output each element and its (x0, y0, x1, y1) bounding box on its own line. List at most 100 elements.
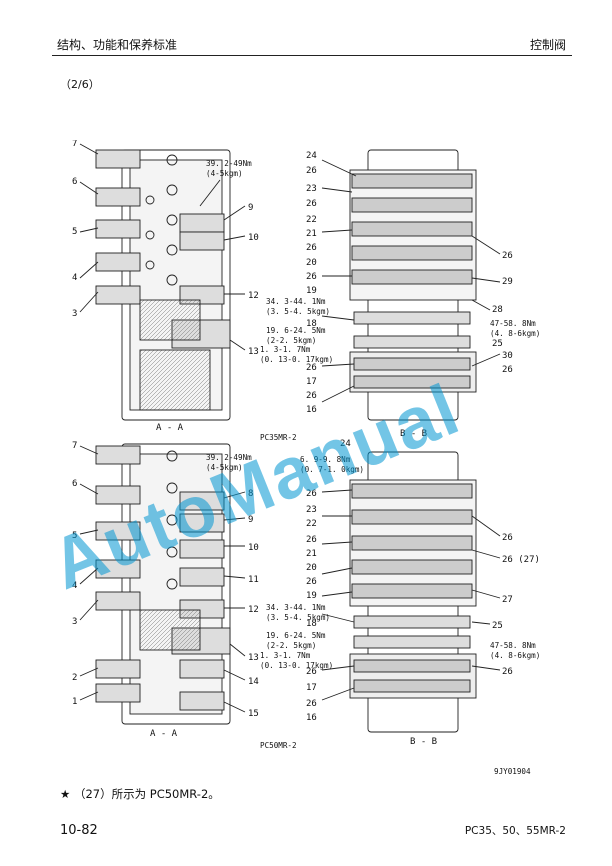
torque-spec: 39. 2-49Nm (206, 453, 252, 462)
callout-number: 22 (306, 519, 317, 529)
callout-number: 26 (502, 251, 513, 261)
callout-number: 11 (248, 575, 259, 585)
callout-number: 20 (306, 258, 317, 268)
callout-number: 6 (72, 479, 77, 489)
torque-spec: (0. 7-1. 0kgm) (300, 465, 364, 474)
callout-number: 15 (248, 709, 259, 719)
torque-spec: (4-5kgm) (206, 463, 243, 472)
torque-spec: (0. 13-0. 17kgm) (260, 661, 333, 670)
callout-number: 10 (248, 543, 259, 553)
callout-number: 21 (306, 229, 317, 239)
callout-number: 26 (306, 577, 317, 587)
callout-number: 4 (72, 581, 77, 591)
torque-spec: 39. 2-49Nm (206, 159, 252, 168)
callout-number: 24 (340, 439, 351, 449)
torque-spec: (4. 8-6kgm) (490, 651, 540, 660)
footer-models: PC35、50、55MR-2 (464, 825, 566, 837)
header-section-title: 结构、功能和保养标准 (57, 38, 178, 52)
section-caption: B - B (400, 429, 427, 439)
drawing-code: 9JY01904 (494, 767, 531, 776)
callout-number: 23 (306, 505, 317, 515)
torque-spec: 19. 6-24. 5Nm (266, 631, 326, 640)
star-icon: ★ (60, 787, 71, 801)
section-a-a-top (79, 143, 246, 421)
torque-spec: 34. 3-44. 1Nm (266, 603, 326, 612)
callout-number: 26 (306, 166, 317, 176)
torque-spec: 6. 9-9. 8Nm (300, 455, 351, 464)
callout-number: 26 (502, 533, 513, 543)
footnote-text: （27）所示为 PC50MR-2。 (73, 787, 220, 801)
model-label: PC50MR-2 (260, 741, 297, 750)
callout-number: 7 (72, 140, 77, 149)
footnote: ★ （27）所示为 PC50MR-2。 (60, 786, 220, 802)
callout-number: 3 (72, 617, 77, 627)
callout-number: 12 (248, 291, 259, 301)
torque-spec: (4-5kgm) (206, 169, 243, 178)
torque-spec: 47-58. 8Nm (490, 319, 536, 328)
callout-number: 19 (306, 591, 317, 601)
callout-number: 26 (502, 667, 513, 677)
callout-number: 26 (306, 667, 317, 677)
torque-spec: (2-2. 5kgm) (266, 336, 316, 345)
header-rule (52, 55, 572, 56)
callout-number: 26 (306, 272, 317, 282)
callout-number: 29 (502, 277, 513, 287)
callout-number: 26 (306, 199, 317, 209)
torque-spec: (3. 5-4. 5kgm) (266, 613, 330, 622)
callout-number: 26 (306, 489, 317, 499)
callout-number: 23 (306, 184, 317, 194)
callout-number: 26 (306, 535, 317, 545)
callout-number: 9 (248, 203, 253, 213)
torque-spec: (3. 5-4. 5kgm) (266, 307, 330, 316)
callout-number: 13 (248, 347, 259, 357)
torque-spec: (0. 13-0. 17kgm) (260, 355, 333, 364)
callout-number: 27 (502, 595, 513, 605)
callout-number: 2 (72, 673, 77, 683)
callout-number: 10 (248, 233, 259, 243)
callout-number: 13 (248, 653, 259, 663)
model-label: PC35MR-2 (260, 433, 297, 442)
callout-number: 4 (72, 273, 77, 283)
section-b-b-top (321, 149, 501, 421)
callout-number: 18 (306, 319, 317, 329)
torque-spec: 47-58. 8Nm (490, 641, 536, 650)
section-caption: A - A (156, 423, 184, 433)
callout-number: 25 (492, 339, 503, 349)
callout-number: 26 (306, 243, 317, 253)
page-number: 10-82 (60, 823, 98, 838)
section-a-a-top-labels: 7 6 5 4 3 9 10 12 13 39. 2-49Nm (4-5kgm)… (72, 140, 259, 433)
callout-number: 26 (306, 391, 317, 401)
callout-number: 18 (306, 619, 317, 629)
callout-number: 8 (248, 489, 253, 499)
torque-spec: 1. 3-1. 7Nm (260, 345, 311, 354)
callout-number: 26 (27) (502, 555, 540, 565)
callout-number: 30 (502, 351, 513, 361)
callout-number: 7 (72, 441, 77, 451)
section-caption: B - B (410, 737, 437, 747)
section-caption: A - A (150, 729, 178, 739)
callout-number: 28 (492, 305, 503, 315)
callout-number: 26 (306, 699, 317, 709)
callout-number: 3 (72, 309, 77, 319)
control-valve-figure: 7 6 5 4 3 9 10 12 13 39. 2-49Nm (4-5kgm)… (72, 140, 540, 776)
callout-number: 14 (248, 677, 259, 687)
callout-number: 5 (72, 531, 77, 541)
callout-number: 16 (306, 713, 317, 723)
section-b-b-bottom (321, 451, 501, 733)
callout-number: 20 (306, 563, 317, 573)
callout-number: 12 (248, 605, 259, 615)
callout-number: 26 (502, 365, 513, 375)
torque-spec: 19. 6-24. 5Nm (266, 326, 326, 335)
torque-spec: 34. 3-44. 1Nm (266, 297, 326, 306)
callout-number: 26 (306, 363, 317, 373)
callout-number: 5 (72, 227, 77, 237)
callout-number: 17 (306, 377, 317, 387)
page-indicator: （2/6） (60, 78, 100, 91)
callout-number: 22 (306, 215, 317, 225)
callout-number: 16 (306, 405, 317, 415)
header-chapter-title: 控制阀 (529, 38, 566, 52)
callout-number: 6 (72, 177, 77, 187)
torque-spec: (4. 8-6kgm) (490, 329, 540, 338)
section-b-b-top-labels: 24 26 23 26 22 21 26 20 26 19 18 26 17 2… (260, 151, 540, 442)
callout-number: 17 (306, 683, 317, 693)
